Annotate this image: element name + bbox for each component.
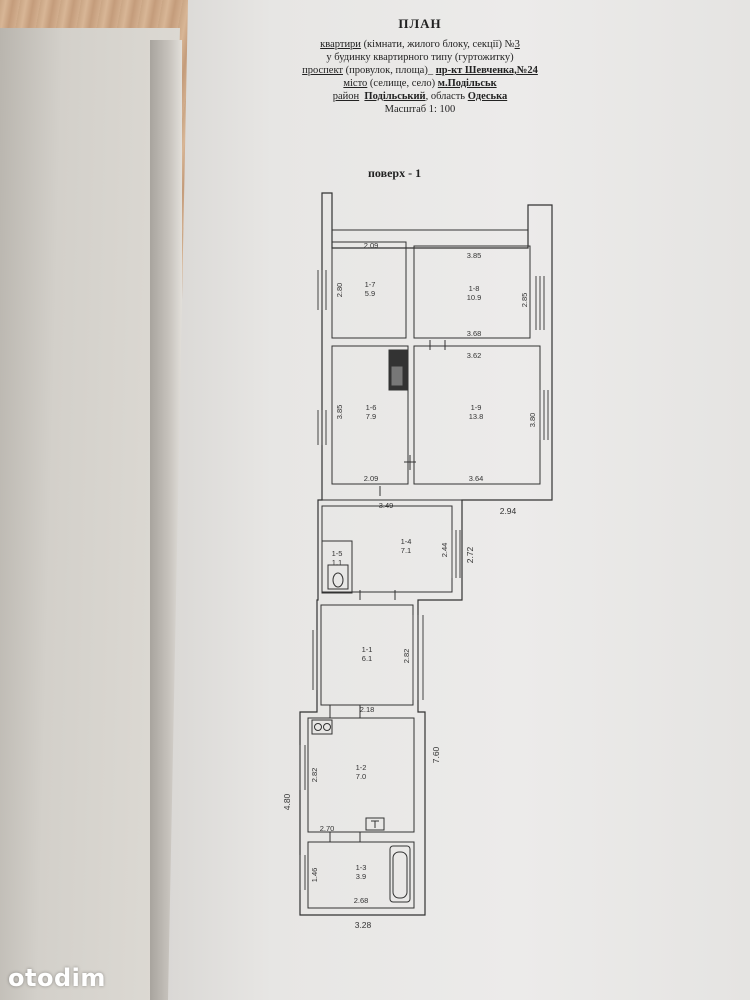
room-area: 13.8 <box>469 412 484 421</box>
dimension-label: 2.72 <box>465 546 475 563</box>
dimension-label: 2.09 <box>364 241 379 250</box>
dimension-label: 3.85 <box>335 405 344 420</box>
dimension-label: 3.68 <box>467 329 482 338</box>
dimension-label: 2.44 <box>440 543 449 558</box>
apartment-line: квартири (кімнати, жилого блоку, секції)… <box>320 39 520 50</box>
room-id: 1-2 <box>356 763 367 772</box>
dimension-label: 4.80 <box>282 793 292 810</box>
room-area: 6.1 <box>362 654 372 663</box>
floor-label: поверх - 1 <box>368 166 422 180</box>
street-value: пр-кт Шевченка, <box>435 65 517 76</box>
room-id: 1-9 <box>471 403 482 412</box>
windows <box>299 270 549 890</box>
watermark-logo: otodim <box>8 964 106 992</box>
room-area: 5.9 <box>365 289 375 298</box>
city-line: місто (селище, село) м.Подільськ <box>343 78 497 89</box>
region-value: Одеська <box>467 91 508 102</box>
room-labels: 1-7 5.9 1-8 10.9 1-6 7.9 1-9 13.8 1-4 7.… <box>332 280 484 881</box>
dimension-label: 2.85 <box>520 293 529 308</box>
dimension-label: 2.18 <box>360 705 375 714</box>
dimension-label: 3.64 <box>469 474 484 483</box>
room-area: 1.1 <box>332 558 342 567</box>
house-number: №24 <box>516 65 538 76</box>
dimension-label: 2.68 <box>354 896 369 905</box>
room-area: 3.9 <box>356 872 366 881</box>
dimension-label: 3.62 <box>467 351 482 360</box>
dimension-label: 2.80 <box>335 283 344 298</box>
stairs-icon <box>388 349 408 391</box>
street-line: проспект (провулок, площа)_ пр-кт Шевчен… <box>302 65 538 76</box>
scale-line: Масштаб 1: 100 <box>384 104 456 115</box>
dimension-label: 2.82 <box>310 768 319 783</box>
dimension-label: 2.94 <box>500 506 517 516</box>
plan-title: ПЛАН <box>398 16 442 31</box>
room-id: 1-6 <box>366 403 377 412</box>
dimension-label: 3.28 <box>355 920 372 930</box>
district-value: Подільський <box>364 91 426 102</box>
outer-walls <box>299 192 553 916</box>
room-id: 1-8 <box>469 284 480 293</box>
document-header: ПЛАН квартири (кімнати, жилого блоку, се… <box>220 16 620 116</box>
apartment-number: 3 <box>514 39 520 50</box>
dimension-label: 1.46 <box>310 868 319 883</box>
toilet-icon <box>327 564 349 590</box>
dimension-label: 3.80 <box>528 413 537 428</box>
building-type-line: у будинку квартирного типу (гуртожитку) <box>326 52 514 63</box>
room-area: 7.9 <box>366 412 376 421</box>
door-marks <box>329 340 446 842</box>
room-id: 1-5 <box>332 549 343 558</box>
bathtub-icon <box>389 845 411 903</box>
room-area: 7.0 <box>356 772 366 781</box>
district-line: район Подільський, область Одеська <box>332 91 508 102</box>
room-id: 1-4 <box>401 537 412 546</box>
dimension-label: 3.85 <box>467 251 482 260</box>
sink-icon <box>365 817 385 831</box>
city-value: м.Подільськ <box>437 78 497 89</box>
stove-icon <box>311 719 333 735</box>
dimension-labels: 2.09 2.80 3.85 2.85 3.68 3.62 3.85 3.80 … <box>282 241 537 930</box>
dimension-label: 7.60 <box>431 746 441 763</box>
room-area: 10.9 <box>467 293 482 302</box>
room-id: 1-1 <box>362 645 373 654</box>
room-area: 7.1 <box>401 546 411 555</box>
dimension-label: 3.49 <box>379 501 394 510</box>
dimension-label: 2.82 <box>402 649 411 664</box>
room-id: 1-3 <box>356 863 367 872</box>
dimension-label: 2.70 <box>320 824 335 833</box>
dimension-label: 2.09 <box>364 474 379 483</box>
room-walls <box>307 241 541 909</box>
room-id: 1-7 <box>365 280 376 289</box>
